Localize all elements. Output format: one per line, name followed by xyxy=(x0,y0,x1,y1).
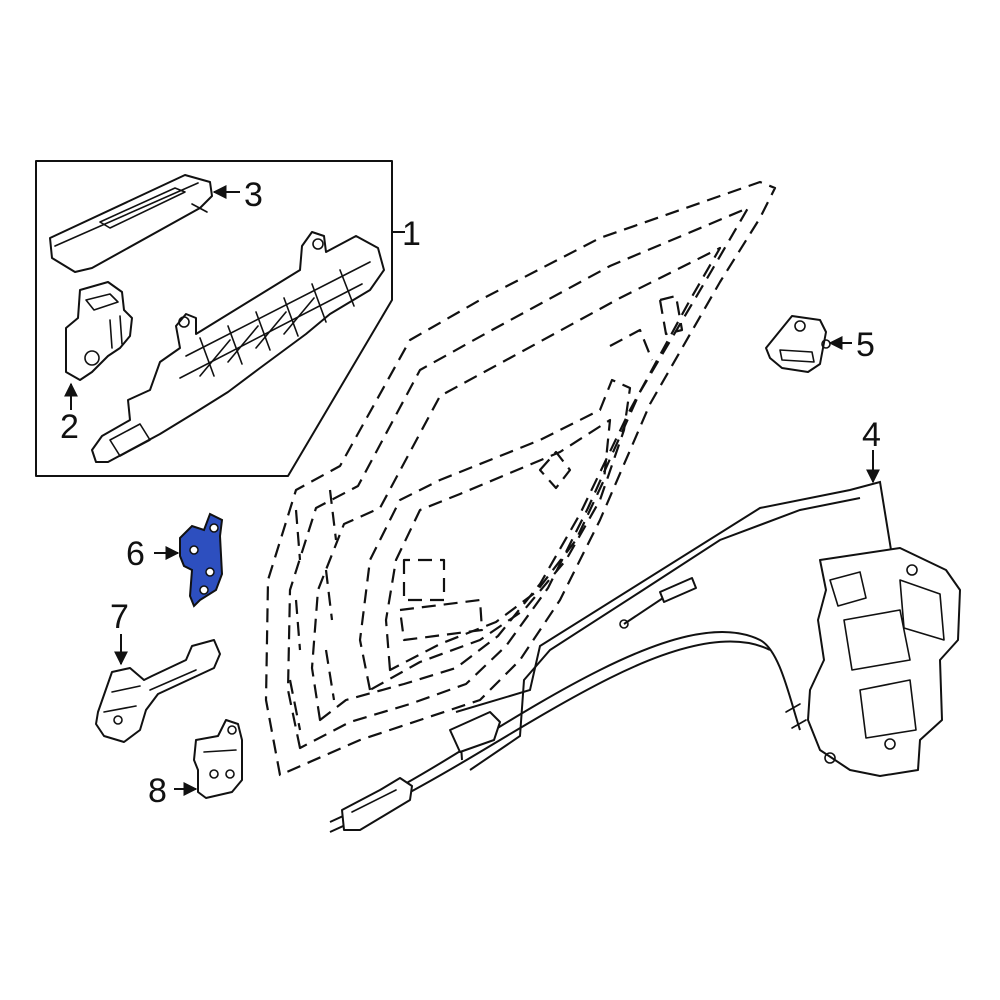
door-latch-actuator xyxy=(329,450,961,833)
callout-4: 4 xyxy=(862,416,881,454)
callout-3: 3 xyxy=(244,176,263,214)
handle-key-cylinder xyxy=(64,281,133,410)
highlighted-hinge-shape xyxy=(179,512,224,608)
door-hinge-upper xyxy=(154,512,224,608)
outer-handle-cover xyxy=(49,174,240,273)
callout-5: 5 xyxy=(856,326,875,364)
door-check xyxy=(95,634,221,743)
handle-frame xyxy=(91,231,385,463)
door-striker xyxy=(765,315,852,373)
callout-6: 6 xyxy=(126,535,145,573)
door-hinge-lower xyxy=(174,719,243,799)
callout-2: 2 xyxy=(60,408,79,446)
callout-7: 7 xyxy=(110,598,129,636)
callout-8: 8 xyxy=(148,772,167,810)
callout-1: 1 xyxy=(402,215,421,253)
door-frame-outline xyxy=(264,180,777,777)
